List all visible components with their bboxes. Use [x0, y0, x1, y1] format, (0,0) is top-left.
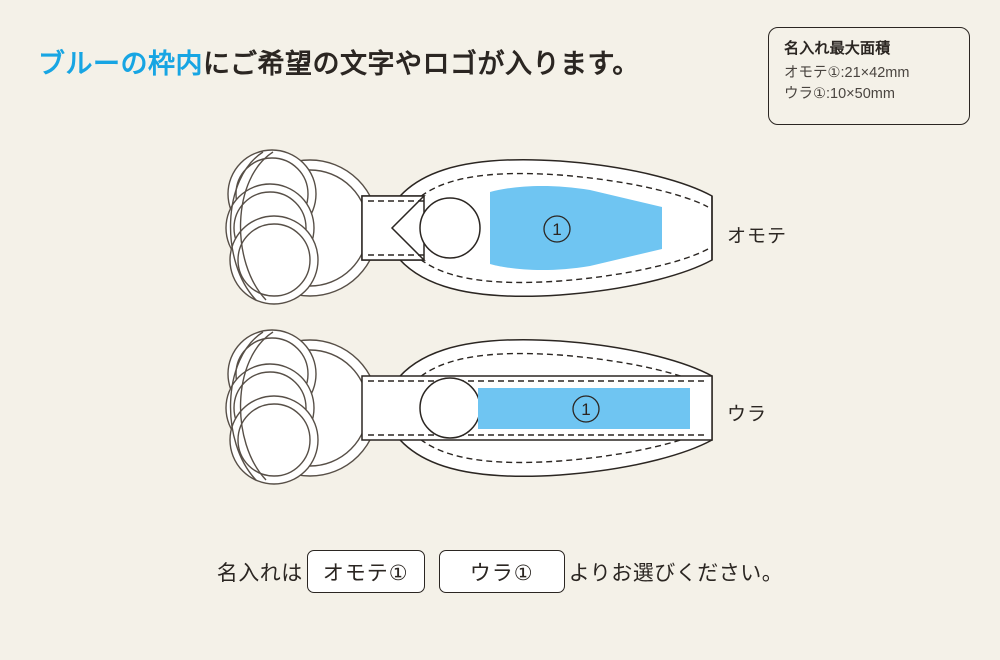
- caption-prefix: 名入れは: [216, 561, 303, 585]
- option-chip-back[interactable]: ウラ①: [438, 550, 565, 593]
- page-title: ブルーの枠内にご希望の文字やロゴが入ります。: [38, 48, 640, 80]
- max-imprint-area-line-back: ウラ①:10×50mm: [784, 86, 895, 103]
- front-area-marker: 1: [543, 215, 571, 243]
- front-ring-overlap: [229, 151, 274, 301]
- back-area-marker: 1: [572, 395, 600, 423]
- back-hole: [419, 377, 481, 439]
- back-side-label: ウラ: [727, 404, 768, 425]
- keychain-back-diagram: 1: [225, 329, 713, 485]
- front-area-marker-label: 1: [552, 220, 561, 239]
- back-ring-overlap: [229, 331, 274, 481]
- front-hole: [419, 197, 481, 259]
- max-imprint-area-box: 名入れ最大面積 オモテ①:21×42mm ウラ①:10×50mm: [768, 27, 970, 125]
- front-split-ring: [225, 149, 319, 305]
- front-imprint-area: [490, 185, 662, 271]
- max-imprint-area-line-front: オモテ①:21×42mm: [784, 65, 910, 81]
- page-title-rest: にご希望の文字やロゴが入ります。: [203, 49, 640, 79]
- keychain-front-diagram: 1: [225, 149, 713, 305]
- back-split-ring: [225, 329, 319, 485]
- front-side-label: オモテ: [727, 226, 788, 247]
- page-title-accent: ブルーの枠内: [38, 49, 203, 79]
- selection-caption: 名入れは オモテ① ウラ① よりお選びください。: [0, 550, 1000, 593]
- option-chip-front[interactable]: オモテ①: [306, 550, 425, 593]
- back-area-marker-label: 1: [581, 400, 590, 419]
- caption-suffix: よりお選びください。: [568, 561, 784, 585]
- max-imprint-area-title: 名入れ最大面積: [784, 40, 891, 57]
- front-strap: [361, 195, 426, 261]
